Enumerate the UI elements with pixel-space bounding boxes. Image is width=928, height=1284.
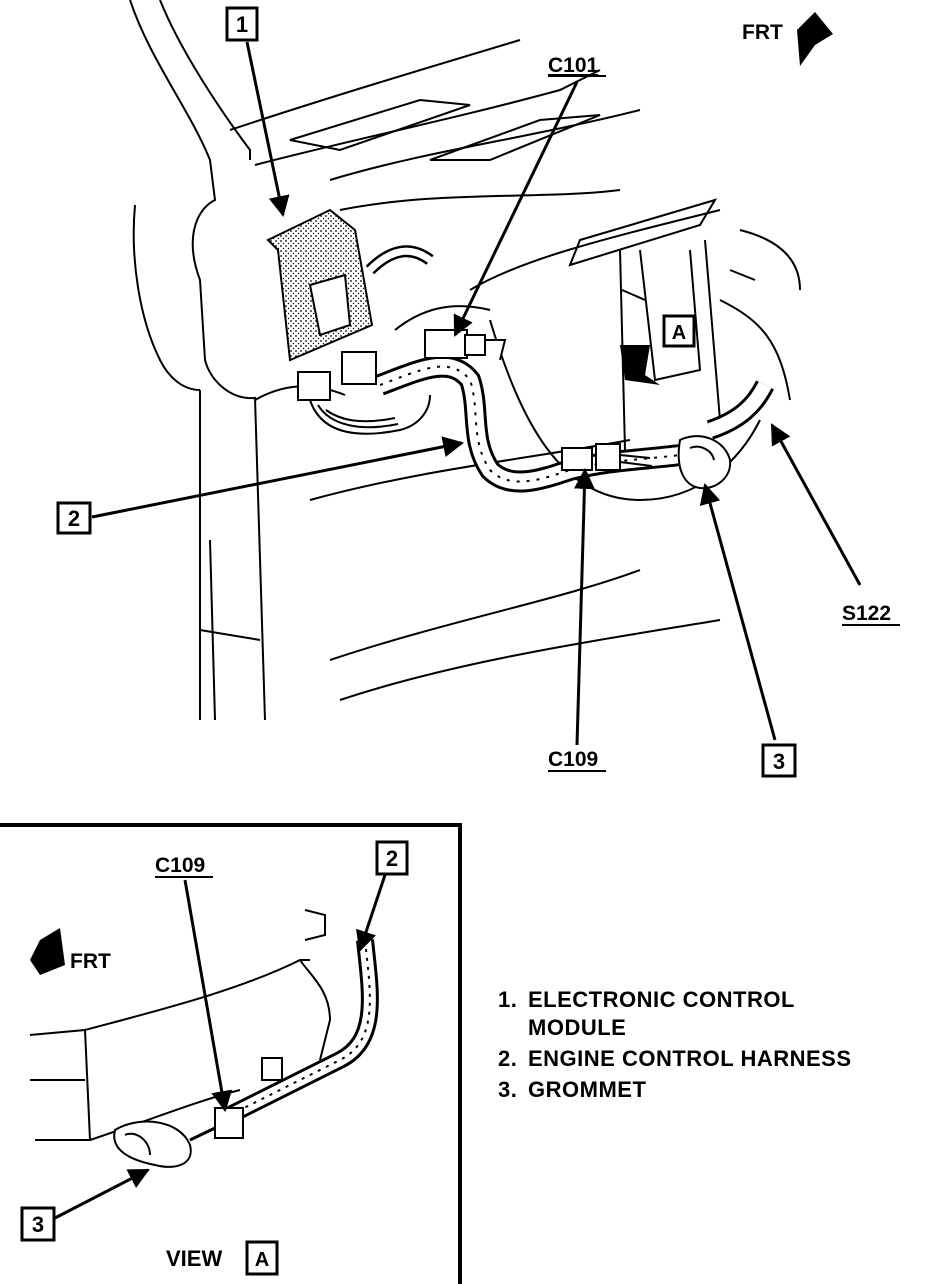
view-a-inset: 2 3 C109 FRT VIEW A [0,823,462,1284]
legend-item: 3. GROMMET [498,1076,918,1104]
callout-3-text: 3 [773,749,785,774]
leader-lines [91,41,862,746]
electronic-control-module [266,208,374,362]
callout-2-text: 2 [68,506,80,531]
view-a-arrow [620,345,660,385]
callout-box-1: 1 [225,6,259,42]
view-a-box-text: A [255,1249,269,1271]
frt-label: FRT [742,21,783,44]
s122-harness [706,380,774,440]
c101-connector [424,329,507,361]
callout-box-a: A [662,314,696,348]
inset-c109-label: C109 [155,854,205,877]
view-a-label: VIEW [166,1246,222,1271]
callout-box-2: 2 [56,501,92,535]
inset-callout-3-text: 3 [32,1212,44,1237]
legend-text: ENGINE CONTROL HARNESS [528,1046,852,1071]
legend: 1. ELECTRONIC CONTROL MODULE 2. ENGINE C… [498,986,918,1107]
legend-number: 3. [498,1077,518,1102]
legend-text: ELECTRONIC CONTROL MODULE [528,987,795,1040]
legend-item: 2. ENGINE CONTROL HARNESS [498,1045,918,1073]
s122-label: S122 [842,602,891,625]
c109-label: C109 [548,748,598,771]
grommet [677,435,732,490]
c101-label: C101 [548,54,599,77]
ecm-connectors [297,351,431,435]
legend-number: 2. [498,1046,518,1071]
inset-frt-arrow-icon [30,928,65,975]
legend-number: 1. [498,987,518,1012]
frt-arrow-icon [797,12,833,66]
callout-box-3: 3 [761,743,797,778]
legend-text: GROMMET [528,1077,647,1102]
callout-a-text: A [672,322,686,344]
callout-1-text: 1 [236,12,248,37]
inset-frt-label: FRT [70,950,111,973]
engine-bay-drawing [129,0,801,721]
inset-callout-2-text: 2 [386,846,398,871]
legend-item: 1. ELECTRONIC CONTROL MODULE [498,986,918,1042]
